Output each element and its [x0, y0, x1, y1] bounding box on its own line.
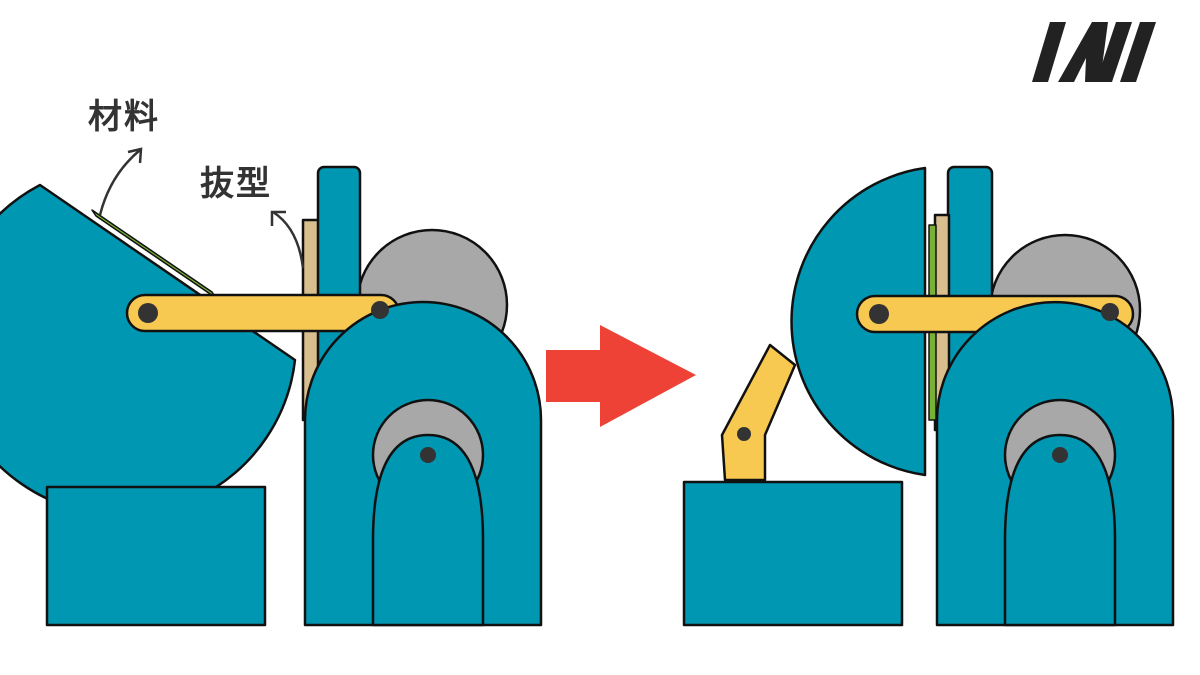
arm-pin-left [138, 303, 158, 323]
inner-column [1003, 433, 1117, 627]
arm-pin-right [1101, 303, 1119, 321]
inner-column [371, 433, 485, 627]
arrow-right-icon [546, 325, 696, 427]
material-callout-arrow [98, 149, 141, 216]
panel-before [0, 165, 543, 627]
material-label: 材料 [88, 97, 160, 137]
base-block [45, 485, 267, 627]
arm-pin-right [371, 301, 389, 319]
hub-pin [1052, 447, 1068, 463]
die-callout-arrow [272, 210, 305, 269]
crank-link [720, 343, 797, 482]
arm-pin-left [869, 304, 889, 324]
material-callout-head [127, 147, 143, 164]
pivot-pin [737, 427, 751, 441]
base-block [682, 480, 904, 627]
die-label: 抜型 [200, 164, 272, 204]
hub-pin [420, 447, 436, 463]
panel-after [682, 165, 1175, 627]
brand-logo [1032, 22, 1156, 82]
rotating-platen [0, 183, 297, 517]
die-callout-head [270, 210, 286, 226]
